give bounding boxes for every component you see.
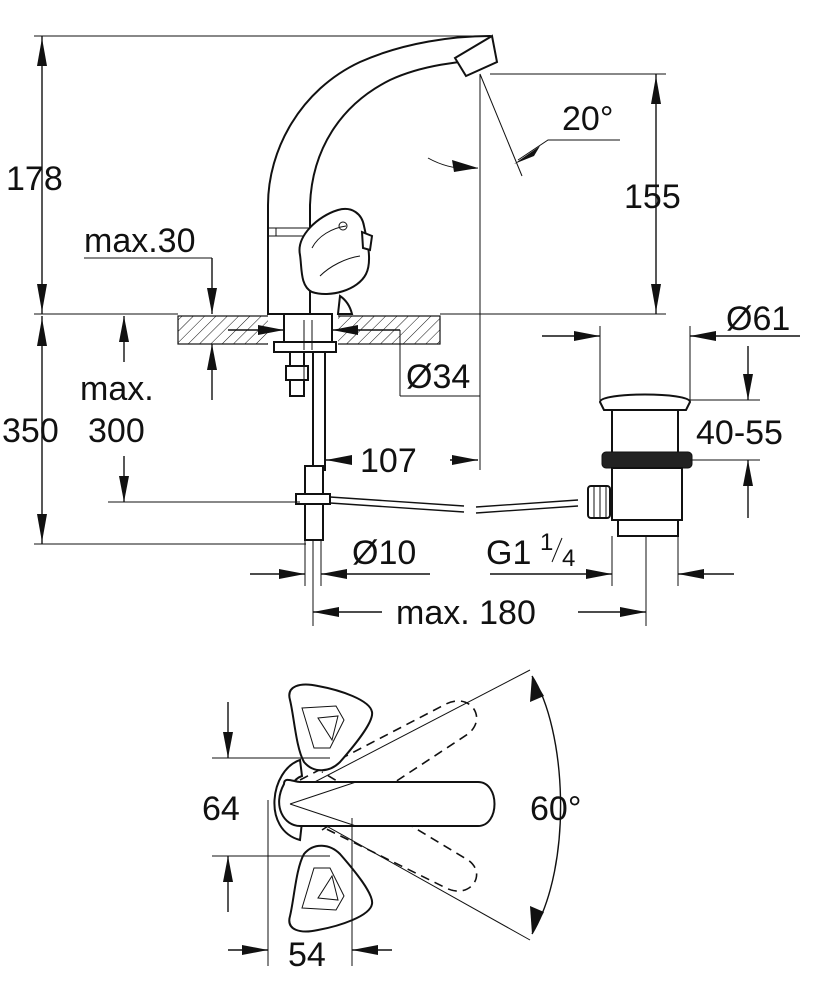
label-deck-thickness: max.30	[84, 222, 196, 260]
dim-plug-diameter: Ø61	[542, 300, 800, 400]
dim-base-depth: 54	[228, 800, 392, 974]
label-waste-thread-num: 1	[540, 529, 553, 556]
dim-waste-offset: max. 180	[312, 536, 647, 632]
dim-rod-diameter: Ø10	[250, 534, 430, 586]
side-view: 178 155 20° max.30	[2, 34, 800, 632]
side-handle	[298, 208, 374, 315]
label-rod-diameter: Ø10	[352, 534, 416, 572]
label-swivel-angle: 60°	[530, 790, 581, 828]
label-hole-diameter: Ø34	[406, 358, 470, 396]
dim-under-deck-350: 350	[2, 316, 306, 545]
top-spout	[278, 778, 496, 827]
waste-nut	[601, 451, 693, 469]
dim-swivel-angle: 60°	[530, 675, 581, 935]
waste-drain	[587, 393, 693, 537]
label-waste-thread-den: 4	[562, 545, 575, 572]
top-handle-upper	[288, 683, 374, 772]
label-waste-thread: G1	[486, 534, 531, 572]
label-plug-diameter: Ø61	[726, 300, 790, 338]
faucet-body	[267, 34, 499, 315]
label-under-deck-max-1: max.	[80, 370, 154, 408]
dim-under-deck-max: max. 300	[80, 316, 300, 503]
label-spout-reach: 107	[360, 442, 417, 480]
label-handle-spacing: 64	[202, 790, 240, 828]
label-waste-offset: max. 180	[396, 594, 536, 632]
label-base-depth: 54	[288, 936, 326, 974]
spout-angle-line	[479, 73, 523, 177]
label-height-178: 178	[6, 160, 63, 198]
mounting-shank	[273, 313, 337, 541]
top-handle-lower	[288, 844, 374, 933]
dim-deck-thickness: max.30	[84, 222, 217, 400]
label-spout-height-155: 155	[624, 178, 681, 216]
label-under-deck-max-2: 300	[88, 412, 145, 450]
top-view: 60° 64 54	[202, 669, 581, 974]
dim-hole-diameter: Ø34	[228, 325, 480, 397]
dim-height-178: 178	[6, 35, 492, 315]
dim-plug-range: 40-55	[690, 346, 783, 518]
dim-waste-thread: G1 1 4	[486, 529, 734, 586]
dim-spout-reach: 107	[326, 442, 478, 480]
label-under-deck-350: 350	[2, 412, 59, 450]
label-plug-range: 40-55	[696, 414, 783, 452]
popup-rod	[329, 496, 579, 514]
dim-spout-height-155: 155	[440, 73, 681, 315]
dim-spout-angle: 20°	[427, 100, 620, 172]
dim-handle-spacing: 64	[202, 702, 330, 912]
label-spout-angle: 20°	[562, 100, 613, 138]
